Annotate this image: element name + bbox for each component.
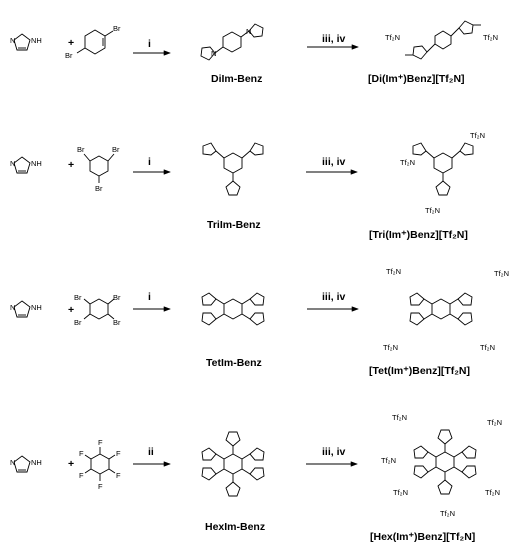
imidazole-n: N	[10, 36, 15, 45]
product-label: DiIm-Benz	[211, 73, 262, 85]
tetim-benz-structure	[201, 292, 265, 326]
counter-ion: Tf₂N	[386, 267, 401, 276]
counter-ion: Tf₂N	[381, 456, 396, 465]
dibromobenzene-structure: Br Br	[65, 24, 121, 60]
fluorine-atom: F	[98, 482, 103, 491]
step-label: iii, iv	[322, 446, 346, 458]
bromine-atom: Br	[112, 145, 120, 154]
tetrabromobenzene-structure: Br Br Br Br	[74, 293, 121, 327]
hexafluorobenzene-structure: F F F F F F	[79, 438, 121, 491]
fluorine-atom: F	[79, 471, 84, 480]
step-label: ii	[148, 446, 154, 458]
bromine-atom: Br	[77, 145, 85, 154]
imidazole-nh: NH	[31, 36, 42, 45]
fluorine-atom: F	[116, 449, 121, 458]
diim-benz-structure: N N	[200, 23, 264, 61]
counter-ion: Tf₂N	[385, 33, 400, 42]
imidazole-structure: N NH	[10, 300, 42, 318]
imidazole-n: N	[10, 303, 15, 312]
plus-sign: +	[68, 304, 74, 316]
step-label: i	[148, 156, 151, 168]
fluorine-atom: F	[79, 449, 84, 458]
step-label: iii, iv	[322, 33, 346, 45]
tri-salt-structure	[412, 142, 474, 196]
bromine-atom: Br	[65, 51, 73, 60]
imidazole-nh: NH	[31, 458, 42, 467]
salt-label: [Hex(Im⁺)Benz][Tf₂N]	[370, 531, 475, 543]
counter-ion: Tf₂N	[483, 33, 498, 42]
product-label: TetIm-Benz	[206, 357, 262, 369]
counter-ion: Tf₂N	[494, 269, 509, 278]
fluorine-atom: F	[116, 471, 121, 480]
counter-ion: Tf₂N	[392, 413, 407, 422]
counter-ion: Tf₂N	[485, 488, 500, 497]
ring-n: N	[211, 49, 216, 58]
plus-sign: +	[68, 159, 74, 171]
di-salt-structure	[405, 20, 481, 60]
triim-benz-structure	[202, 142, 264, 196]
salt-label: [Tri(Im⁺)Benz][Tf₂N]	[369, 229, 468, 241]
bromine-atom: Br	[113, 24, 121, 33]
counter-ion: Tf₂N	[383, 343, 398, 352]
fluorine-atom: F	[98, 438, 103, 447]
row-3: N NH + Br Br Br Br i TetIm-Ben	[10, 267, 509, 377]
step-label: iii, iv	[322, 291, 346, 303]
counter-ion: Tf₂N	[487, 418, 502, 427]
imidazole-structure: N NH	[10, 455, 42, 473]
step-label: i	[148, 38, 151, 50]
bromine-atom: Br	[74, 293, 82, 302]
plus-sign: +	[68, 458, 74, 470]
counter-ion: Tf₂N	[425, 206, 440, 215]
hex-salt-structure	[413, 429, 477, 495]
counter-ion: Tf₂N	[480, 343, 495, 352]
row-1: N NH + Br Br i N N DiIm-Benz iii, iv	[10, 20, 498, 85]
imidazole-structure: N NH	[10, 156, 42, 174]
row-4: N NH + F F F F F F ii	[10, 413, 502, 543]
imidazole-n: N	[10, 159, 15, 168]
imidazole-nh: NH	[31, 159, 42, 168]
row-2: N NH + Br Br Br i TriIm-Benz iii, iv	[10, 131, 485, 241]
imidazole-structure: N NH	[10, 33, 42, 51]
product-label: HexIm-Benz	[205, 521, 265, 533]
counter-ion: Tf₂N	[393, 488, 408, 497]
tribromobenzene-structure: Br Br Br	[77, 145, 120, 193]
counter-ion: Tf₂N	[470, 131, 485, 140]
step-label: i	[148, 291, 151, 303]
bromine-atom: Br	[113, 318, 121, 327]
counter-ion: Tf₂N	[440, 509, 455, 518]
step-label: iii, iv	[322, 156, 346, 168]
tet-salt-structure	[409, 292, 473, 326]
salt-label: [Tet(Im⁺)Benz][Tf₂N]	[369, 365, 470, 377]
hexim-benz-structure	[201, 431, 265, 497]
plus-sign: +	[68, 37, 74, 49]
bromine-atom: Br	[74, 318, 82, 327]
product-label: TriIm-Benz	[207, 219, 261, 231]
bromine-atom: Br	[113, 293, 121, 302]
ring-n: N	[246, 27, 251, 36]
bromine-atom: Br	[95, 184, 103, 193]
imidazole-nh: NH	[31, 303, 42, 312]
salt-label: [Di(Im⁺)Benz][Tf₂N]	[368, 73, 465, 85]
counter-ion: Tf₂N	[400, 158, 415, 167]
imidazole-n: N	[10, 458, 15, 467]
